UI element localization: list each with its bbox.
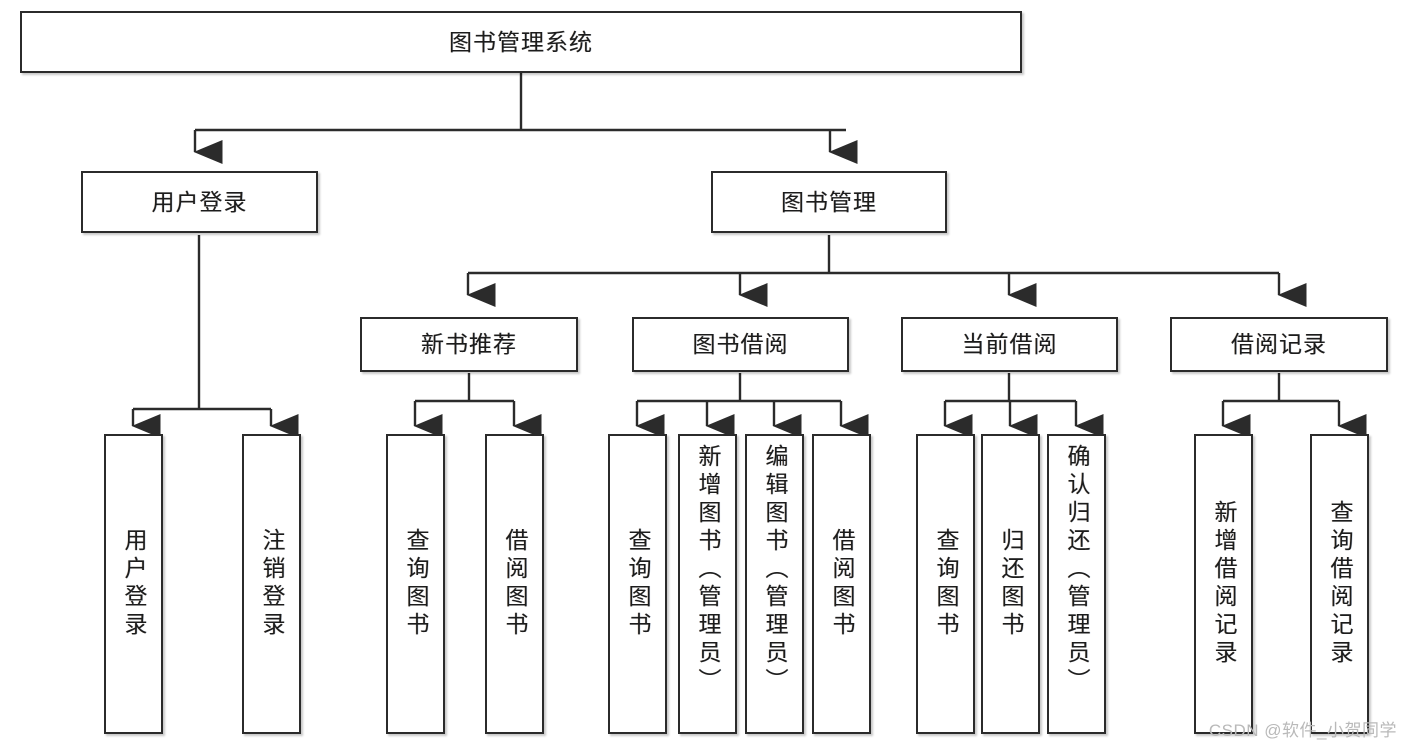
leaf-current-borrow-query-label: 查询图书 bbox=[933, 528, 959, 640]
node-root[interactable]: 图书管理系统 bbox=[20, 11, 1022, 73]
node-new-book-recommend-label: 新书推荐 bbox=[421, 331, 517, 358]
leaf-new-book-borrow[interactable]: 借阅图书 bbox=[485, 434, 544, 734]
leaf-new-book-query[interactable]: 查询图书 bbox=[386, 434, 445, 734]
leaf-book-borrow-query[interactable]: 查询图书 bbox=[608, 434, 667, 734]
leaf-user-login-logout[interactable]: 注销登录 bbox=[242, 434, 301, 734]
leaf-current-borrow-confirm-label: 确认归还（管理员） bbox=[1064, 444, 1090, 696]
leaf-book-borrow-edit-label: 编辑图书（管理员） bbox=[762, 444, 788, 696]
node-root-label: 图书管理系统 bbox=[449, 28, 593, 55]
leaf-book-borrow-query-label: 查询图书 bbox=[625, 528, 651, 640]
leaf-user-login-login-label: 用户登录 bbox=[121, 528, 147, 640]
leaf-new-book-query-label: 查询图书 bbox=[403, 528, 429, 640]
node-current-borrow-label: 当前借阅 bbox=[961, 331, 1058, 358]
leaf-book-borrow-edit[interactable]: 编辑图书（管理员） bbox=[745, 434, 804, 734]
leaf-book-borrow-borrow[interactable]: 借阅图书 bbox=[812, 434, 871, 734]
node-user-login[interactable]: 用户登录 bbox=[81, 171, 318, 233]
leaf-current-borrow-return-label: 归还图书 bbox=[998, 528, 1024, 640]
node-book-manage[interactable]: 图书管理 bbox=[711, 171, 947, 233]
csdn-watermark: CSDN @软件_小贺同学 bbox=[1208, 721, 1397, 740]
node-current-borrow[interactable]: 当前借阅 bbox=[901, 317, 1118, 372]
node-book-borrow-label: 图书借阅 bbox=[692, 331, 789, 358]
leaf-current-borrow-return[interactable]: 归还图书 bbox=[981, 434, 1040, 734]
leaf-user-login-login[interactable]: 用户登录 bbox=[104, 434, 163, 734]
node-book-manage-label: 图书管理 bbox=[781, 188, 877, 215]
leaf-current-borrow-query[interactable]: 查询图书 bbox=[916, 434, 975, 734]
leaf-borrow-record-add-label: 新增借阅记录 bbox=[1211, 500, 1237, 668]
node-user-login-label: 用户登录 bbox=[151, 188, 248, 215]
leaf-current-borrow-confirm[interactable]: 确认归还（管理员） bbox=[1047, 434, 1106, 734]
leaf-new-book-borrow-label: 借阅图书 bbox=[502, 528, 528, 640]
node-borrow-record[interactable]: 借阅记录 bbox=[1170, 317, 1388, 372]
node-new-book-recommend[interactable]: 新书推荐 bbox=[360, 317, 578, 372]
leaf-book-borrow-add[interactable]: 新增图书（管理员） bbox=[678, 434, 737, 734]
leaf-borrow-record-add[interactable]: 新增借阅记录 bbox=[1194, 434, 1253, 734]
leaf-book-borrow-add-label: 新增图书（管理员） bbox=[695, 444, 721, 696]
leaf-user-login-logout-label: 注销登录 bbox=[259, 528, 285, 640]
node-book-borrow[interactable]: 图书借阅 bbox=[632, 317, 849, 372]
leaf-book-borrow-borrow-label: 借阅图书 bbox=[829, 528, 855, 640]
leaf-borrow-record-query-label: 查询借阅记录 bbox=[1327, 500, 1353, 668]
node-borrow-record-label: 借阅记录 bbox=[1231, 331, 1327, 358]
leaf-borrow-record-query[interactable]: 查询借阅记录 bbox=[1310, 434, 1369, 734]
